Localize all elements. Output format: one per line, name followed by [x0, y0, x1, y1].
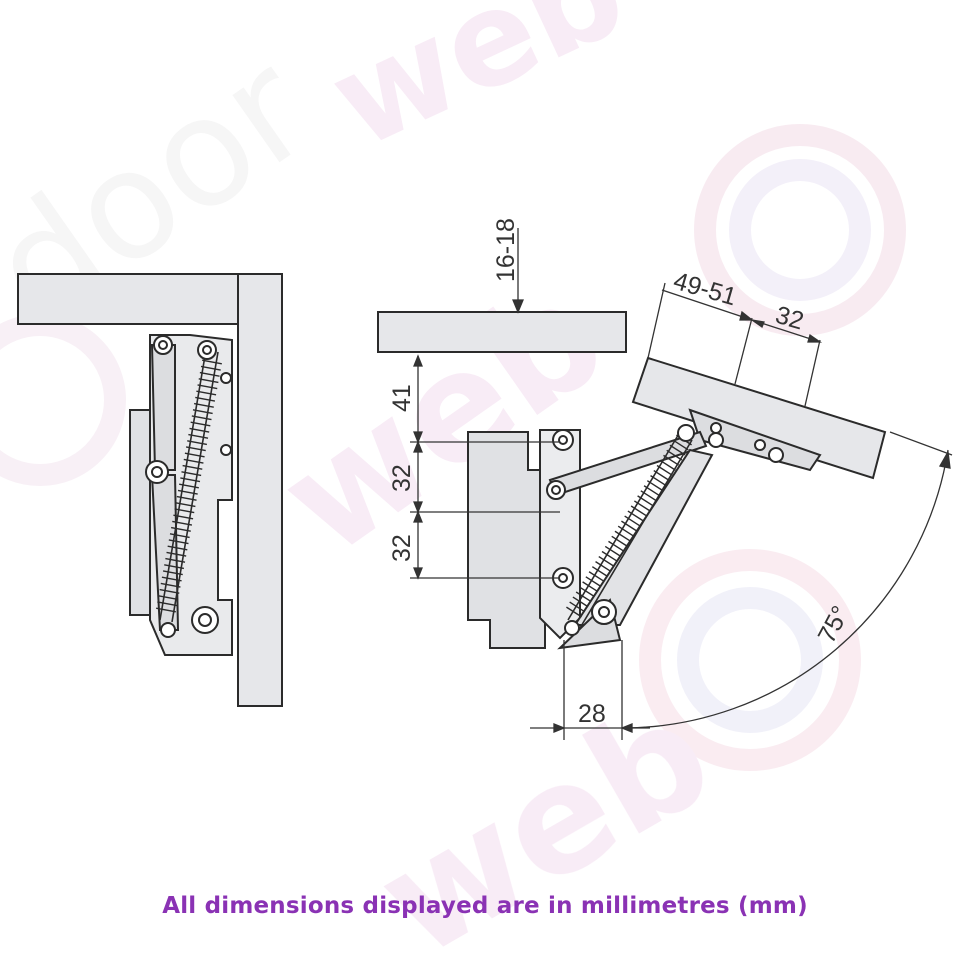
spring-coil: [183, 458, 204, 464]
spring-coil: [637, 495, 654, 507]
top-panel-right: [377, 311, 627, 353]
spring-coil: [663, 454, 680, 466]
spring-coil: [569, 601, 586, 613]
spring-coil: [192, 409, 213, 415]
spring-coil: [175, 502, 196, 508]
spring-coil: [197, 384, 218, 390]
spring-coil: [575, 591, 592, 603]
spring-coil: [617, 525, 634, 537]
spring-coil: [650, 475, 667, 486]
watermark-web-text-3: web: [351, 667, 739, 970]
spring-coil: [624, 515, 641, 527]
hole-spacing-1-label: 32: [388, 464, 416, 492]
spring-coil: [611, 535, 628, 547]
spring-coil: [582, 581, 599, 593]
spring-coil: [598, 555, 615, 567]
spring-coil: [167, 545, 188, 551]
panel-thickness-label: 16-18: [492, 218, 520, 282]
spring-coil: [656, 464, 673, 476]
spring-coil: [588, 571, 605, 583]
spring-coil: [170, 526, 191, 532]
spring-coil: [643, 485, 660, 497]
top-panel-left: [17, 273, 239, 325]
spring-coil: [187, 440, 208, 446]
pivot-screws-left: [145, 335, 232, 638]
spring-coil: [591, 566, 608, 577]
spring-coil: [174, 508, 195, 514]
units-caption: All dimensions displayed are in millimet…: [162, 893, 808, 919]
spring-coil: [156, 607, 176, 613]
spring-coil: [161, 576, 182, 582]
dimension-lines: [410, 228, 953, 740]
spring-coil: [160, 582, 181, 588]
spring-coil: [176, 495, 197, 501]
lid-panel: [631, 356, 887, 480]
spring-coil: [191, 415, 212, 421]
spring-coil: [200, 365, 221, 371]
offset-top-label: 41: [388, 384, 416, 412]
spring-coil: [199, 371, 220, 377]
spring-coil: [158, 595, 179, 601]
spring-coil: [184, 452, 205, 458]
spring-coil: [669, 444, 686, 456]
open-position-view: [377, 311, 887, 650]
base-offset-label: 28: [578, 700, 606, 728]
spring-coils-left: [156, 359, 222, 613]
spring-coil: [193, 402, 214, 408]
spring-coil: [202, 359, 222, 365]
spring-coil: [614, 530, 631, 542]
spring-coil: [172, 520, 193, 526]
spring-coil: [162, 570, 183, 576]
spring-coil: [168, 539, 189, 545]
spring-coil: [190, 421, 211, 427]
spring-coil: [166, 551, 187, 557]
closed-position-view: [17, 273, 283, 707]
spring-coil: [179, 483, 199, 489]
spring-coil: [165, 557, 186, 563]
spring-coil: [185, 446, 206, 452]
spring-coil: [646, 480, 663, 491]
spring-coil: [666, 449, 683, 461]
spring-coil: [640, 490, 657, 502]
spring-coil: [604, 545, 621, 557]
spring-coil: [627, 510, 644, 522]
spring-coils-right: [566, 434, 692, 618]
spring-coil: [601, 550, 618, 562]
spring-coil: [196, 390, 217, 396]
spring-coil: [653, 469, 670, 481]
spring-coil: [659, 459, 676, 471]
spring-coil: [169, 533, 190, 539]
spring-coil: [566, 606, 582, 618]
spring-coil: [630, 505, 647, 517]
side-panel: [237, 273, 283, 707]
spring-coil: [173, 514, 194, 520]
spring-coil: [572, 596, 589, 608]
spring-coil: [177, 489, 198, 495]
spring-coil: [164, 564, 185, 570]
pivot-screws-right: [546, 422, 784, 636]
spring-right: [567, 431, 693, 629]
spring-coil: [578, 586, 595, 598]
spring-coil: [595, 561, 612, 572]
bracket-right: [539, 429, 581, 640]
spring-coil: [188, 433, 209, 439]
spring-coil: [608, 540, 625, 552]
spring-coil: [621, 520, 637, 532]
spring-coil: [182, 464, 203, 470]
spring-coil: [180, 477, 201, 483]
spring-coil: [195, 396, 216, 402]
watermark-web-text-2: web: [309, 0, 646, 178]
spring-coil: [159, 588, 180, 594]
spring-coil: [181, 471, 202, 477]
spring-coil: [585, 576, 602, 588]
spring-coil: [189, 427, 210, 433]
spring-coil: [198, 378, 219, 384]
lid-bracket: [688, 408, 822, 472]
spring-coil: [633, 500, 650, 512]
spring-coil: [157, 601, 178, 607]
hole-spacing-2-label: 32: [388, 534, 416, 562]
spring-coil: [672, 439, 689, 451]
